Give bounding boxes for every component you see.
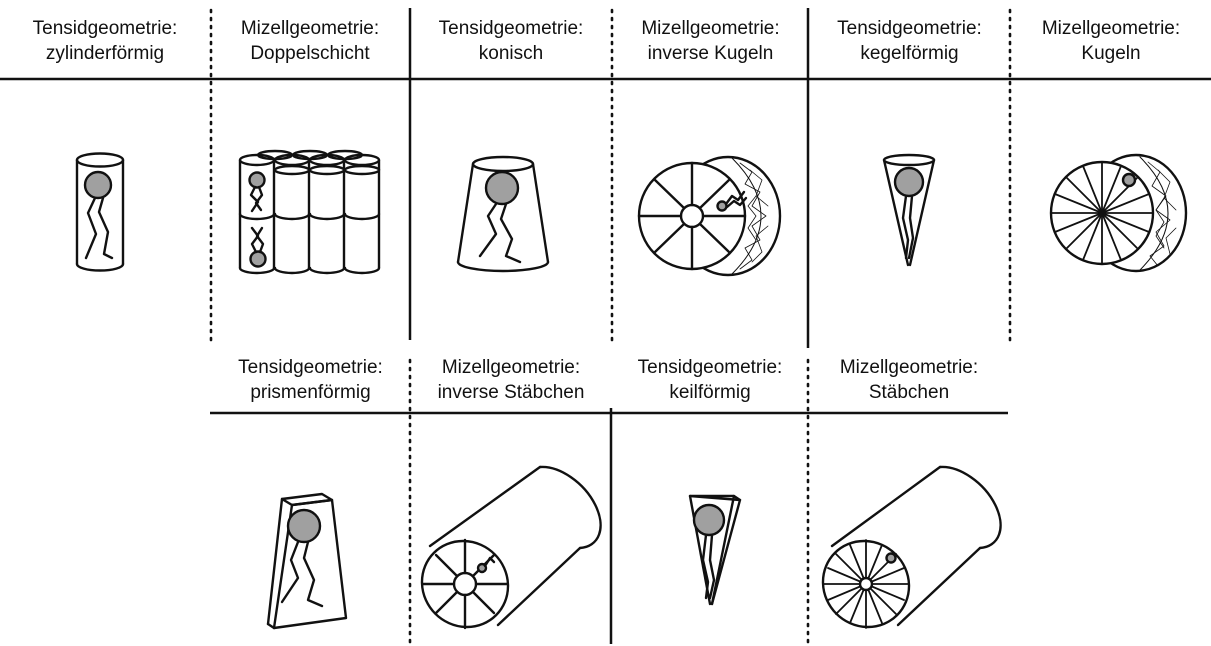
cone-surfactant-icon	[884, 155, 934, 265]
wedge-surfactant-icon	[690, 496, 740, 604]
truncated-cone-surfactant-icon	[458, 157, 548, 271]
cylinder-surfactant-icon	[77, 154, 123, 271]
inverse-rod-micelle-icon	[404, 467, 600, 645]
rod-micelle-icon	[805, 467, 1000, 645]
bilayer-icon	[240, 151, 379, 273]
sphere-micelle-icon	[1051, 155, 1186, 271]
prism-surfactant-icon	[268, 494, 346, 628]
inverse-sphere-micelle-icon	[639, 157, 780, 275]
